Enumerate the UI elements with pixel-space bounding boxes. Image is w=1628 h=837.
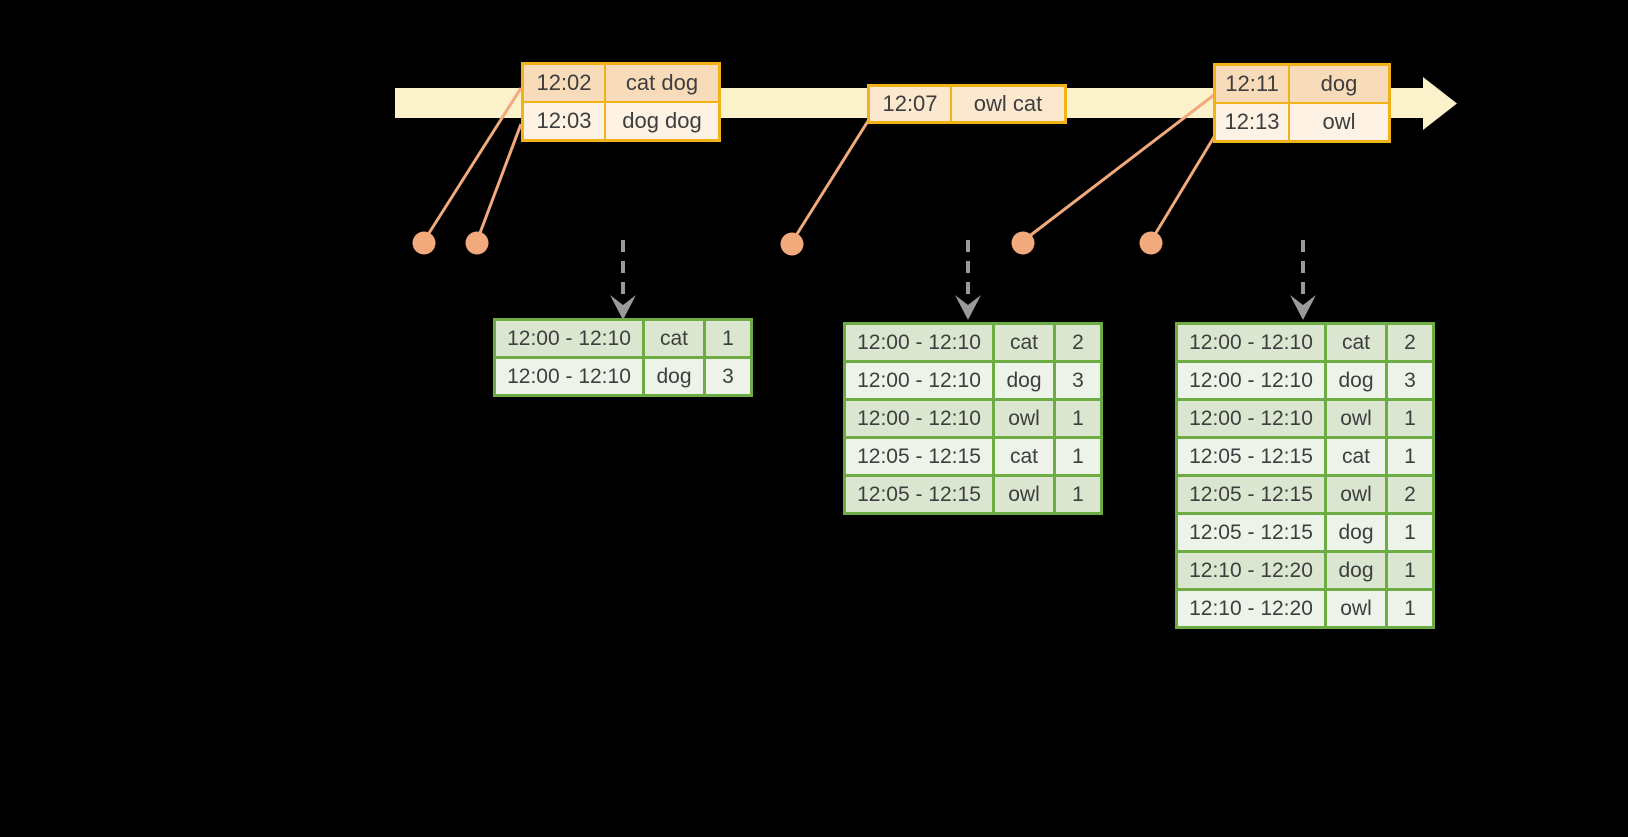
word-cell: owl [1324, 401, 1385, 436]
word-cell: cat [642, 321, 703, 356]
word-cell: cat [1324, 439, 1385, 474]
word-cell: owl [992, 477, 1053, 512]
result-row: 12:05 - 12:15 dog 1 [1178, 512, 1432, 550]
count-cell: 1 [1385, 439, 1432, 474]
window-cell: 12:05 - 12:15 [846, 439, 992, 474]
result-table-1: 12:00 - 12:10 cat 1 12:00 - 12:10 dog 3 [493, 318, 753, 397]
window-cell: 12:00 - 12:10 [846, 401, 992, 436]
result-row: 12:00 - 12:10 cat 1 [496, 321, 750, 356]
word-cell: dog [642, 359, 703, 394]
event-dot-icon [1139, 231, 1163, 255]
event-words-cell: dog dog [604, 103, 718, 139]
word-cell: owl [1324, 591, 1385, 626]
window-cell: 12:05 - 12:15 [1178, 439, 1324, 474]
event-words-cell: owl [1288, 104, 1388, 140]
window-cell: 12:00 - 12:10 [1178, 363, 1324, 398]
event-row: 12:03 dog dog [524, 101, 718, 139]
event-row: 12:02 cat dog [524, 65, 718, 101]
event-table-1: 12:02 cat dog 12:03 dog dog [521, 62, 721, 142]
event-row: 12:11 dog [1216, 66, 1388, 102]
trigger-arrow-icon [1290, 240, 1316, 320]
word-cell: dog [1324, 363, 1385, 398]
event-time-axis-arrowhead-icon [1423, 77, 1457, 130]
count-cell: 1 [1053, 477, 1100, 512]
event-connector-line [1149, 136, 1216, 242]
count-cell: 1 [1385, 515, 1432, 550]
event-connector-line [790, 120, 870, 243]
event-words-cell: owl cat [950, 87, 1064, 121]
word-cell: cat [992, 439, 1053, 474]
window-cell: 12:00 - 12:10 [496, 321, 642, 356]
result-table-3: 12:00 - 12:10 cat 2 12:00 - 12:10 dog 3 … [1175, 322, 1435, 629]
count-cell: 1 [1385, 591, 1432, 626]
result-row: 12:00 - 12:10 dog 3 [846, 360, 1100, 398]
result-row: 12:00 - 12:10 dog 3 [1178, 360, 1432, 398]
count-cell: 3 [703, 359, 750, 394]
window-cell: 12:00 - 12:10 [846, 325, 992, 360]
result-row: 12:10 - 12:20 dog 1 [1178, 550, 1432, 588]
window-cell: 12:00 - 12:10 [1178, 325, 1324, 360]
word-cell: owl [1324, 477, 1385, 512]
trigger-arrow-icon [610, 240, 636, 320]
count-cell: 1 [1385, 553, 1432, 588]
result-row: 12:05 - 12:15 owl 2 [1178, 474, 1432, 512]
event-dot-icon [780, 232, 804, 256]
result-row: 12:05 - 12:15 cat 1 [1178, 436, 1432, 474]
word-cell: dog [1324, 553, 1385, 588]
result-row: 12:00 - 12:10 owl 1 [846, 398, 1100, 436]
word-cell: cat [992, 325, 1053, 360]
event-dot-icon [1011, 231, 1035, 255]
result-row: 12:00 - 12:10 owl 1 [1178, 398, 1432, 436]
word-cell: cat [1324, 325, 1385, 360]
count-cell: 1 [1053, 401, 1100, 436]
window-cell: 12:00 - 12:10 [496, 359, 642, 394]
window-cell: 12:05 - 12:15 [846, 477, 992, 512]
event-table-2: 12:07 owl cat [867, 84, 1067, 124]
window-cell: 12:10 - 12:20 [1178, 591, 1324, 626]
event-dot-icon [412, 231, 436, 255]
count-cell: 1 [1053, 439, 1100, 474]
count-cell: 2 [1385, 325, 1432, 360]
result-row: 12:05 - 12:15 owl 1 [846, 474, 1100, 512]
count-cell: 3 [1385, 363, 1432, 398]
event-connector-line [475, 123, 523, 242]
window-cell: 12:10 - 12:20 [1178, 553, 1324, 588]
window-cell: 12:00 - 12:10 [1178, 401, 1324, 436]
window-cell: 12:00 - 12:10 [846, 363, 992, 398]
result-row: 12:00 - 12:10 cat 2 [846, 325, 1100, 360]
count-cell: 1 [1385, 401, 1432, 436]
event-connector-line [1022, 93, 1215, 243]
word-cell: dog [992, 363, 1053, 398]
event-words-cell: cat dog [604, 65, 718, 101]
result-row: 12:10 - 12:20 owl 1 [1178, 588, 1432, 626]
window-cell: 12:05 - 12:15 [1178, 515, 1324, 550]
event-connector-line [422, 87, 523, 242]
result-table-2: 12:00 - 12:10 cat 2 12:00 - 12:10 dog 3 … [843, 322, 1103, 515]
event-dot-icon [465, 231, 489, 255]
event-words-cell: dog [1288, 66, 1388, 102]
event-table-3: 12:11 dog 12:13 owl [1213, 63, 1391, 143]
result-row: 12:00 - 12:10 cat 2 [1178, 325, 1432, 360]
count-cell: 3 [1053, 363, 1100, 398]
event-row: 12:07 owl cat [870, 87, 1064, 121]
result-row: 12:05 - 12:15 cat 1 [846, 436, 1100, 474]
word-cell: dog [1324, 515, 1385, 550]
count-cell: 2 [1385, 477, 1432, 512]
event-time-cell: 12:02 [524, 65, 604, 101]
event-time-cell: 12:11 [1216, 66, 1288, 102]
event-row: 12:13 owl [1216, 102, 1388, 140]
word-cell: owl [992, 401, 1053, 436]
event-time-cell: 12:07 [870, 87, 950, 121]
result-row: 12:00 - 12:10 dog 3 [496, 356, 750, 394]
trigger-arrow-icon [955, 240, 981, 320]
event-time-cell: 12:13 [1216, 104, 1288, 140]
count-cell: 2 [1053, 325, 1100, 360]
count-cell: 1 [703, 321, 750, 356]
window-cell: 12:05 - 12:15 [1178, 477, 1324, 512]
event-time-cell: 12:03 [524, 103, 604, 139]
